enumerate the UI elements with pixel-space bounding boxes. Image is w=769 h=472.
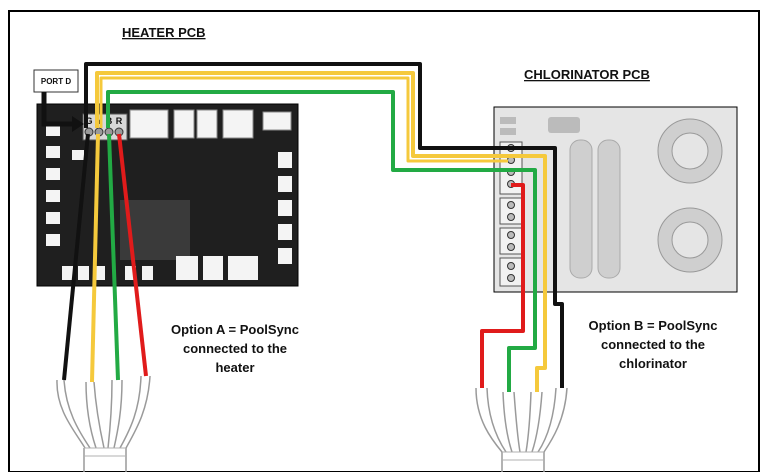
yellow-wire [95, 71, 547, 174]
green-wire [106, 90, 537, 180]
red-wire-a [117, 133, 148, 377]
black-wire-a [62, 133, 90, 381]
heater-component [196, 109, 218, 139]
port-d-box [33, 69, 79, 93]
option-a-line-2: connected to the [183, 341, 287, 356]
option-b-line-1: Option B = PoolSync [589, 318, 718, 333]
heater-component [129, 109, 169, 139]
yellow-wire-b [535, 172, 547, 392]
pin-label-g: G [85, 116, 92, 126]
port-arrow [41, 92, 74, 127]
yellow-wire-a [90, 133, 100, 383]
pin-label-r: R [116, 116, 123, 126]
option-a-line-1: Option A = PoolSync [171, 322, 299, 337]
option-a-line-3: heater [215, 360, 254, 375]
heater-component [222, 109, 254, 139]
yellow-wire-2 [99, 76, 508, 163]
green-wire-b [507, 178, 537, 392]
option-b-line-3: chlorinator [619, 356, 687, 371]
black-wire-b [553, 176, 564, 388]
red-wire-b [480, 183, 525, 388]
heater-component [262, 111, 292, 131]
wires-connection [84, 62, 557, 180]
black-wire [84, 62, 557, 178]
option-a-cable [56, 133, 151, 472]
chlorinator-pcb-title: CHLORINATOR PCB [524, 67, 650, 82]
green-wire-a [107, 133, 120, 381]
heater-component [173, 109, 195, 139]
port-d-label: PORT D [41, 77, 71, 86]
option-b-line-2: connected to the [601, 337, 705, 352]
arrow-head-icon [72, 116, 84, 132]
chlorinator-pcb [493, 106, 738, 293]
option-b-cable [475, 172, 568, 472]
heater-pcb-title: HEATER PCB [122, 25, 206, 40]
